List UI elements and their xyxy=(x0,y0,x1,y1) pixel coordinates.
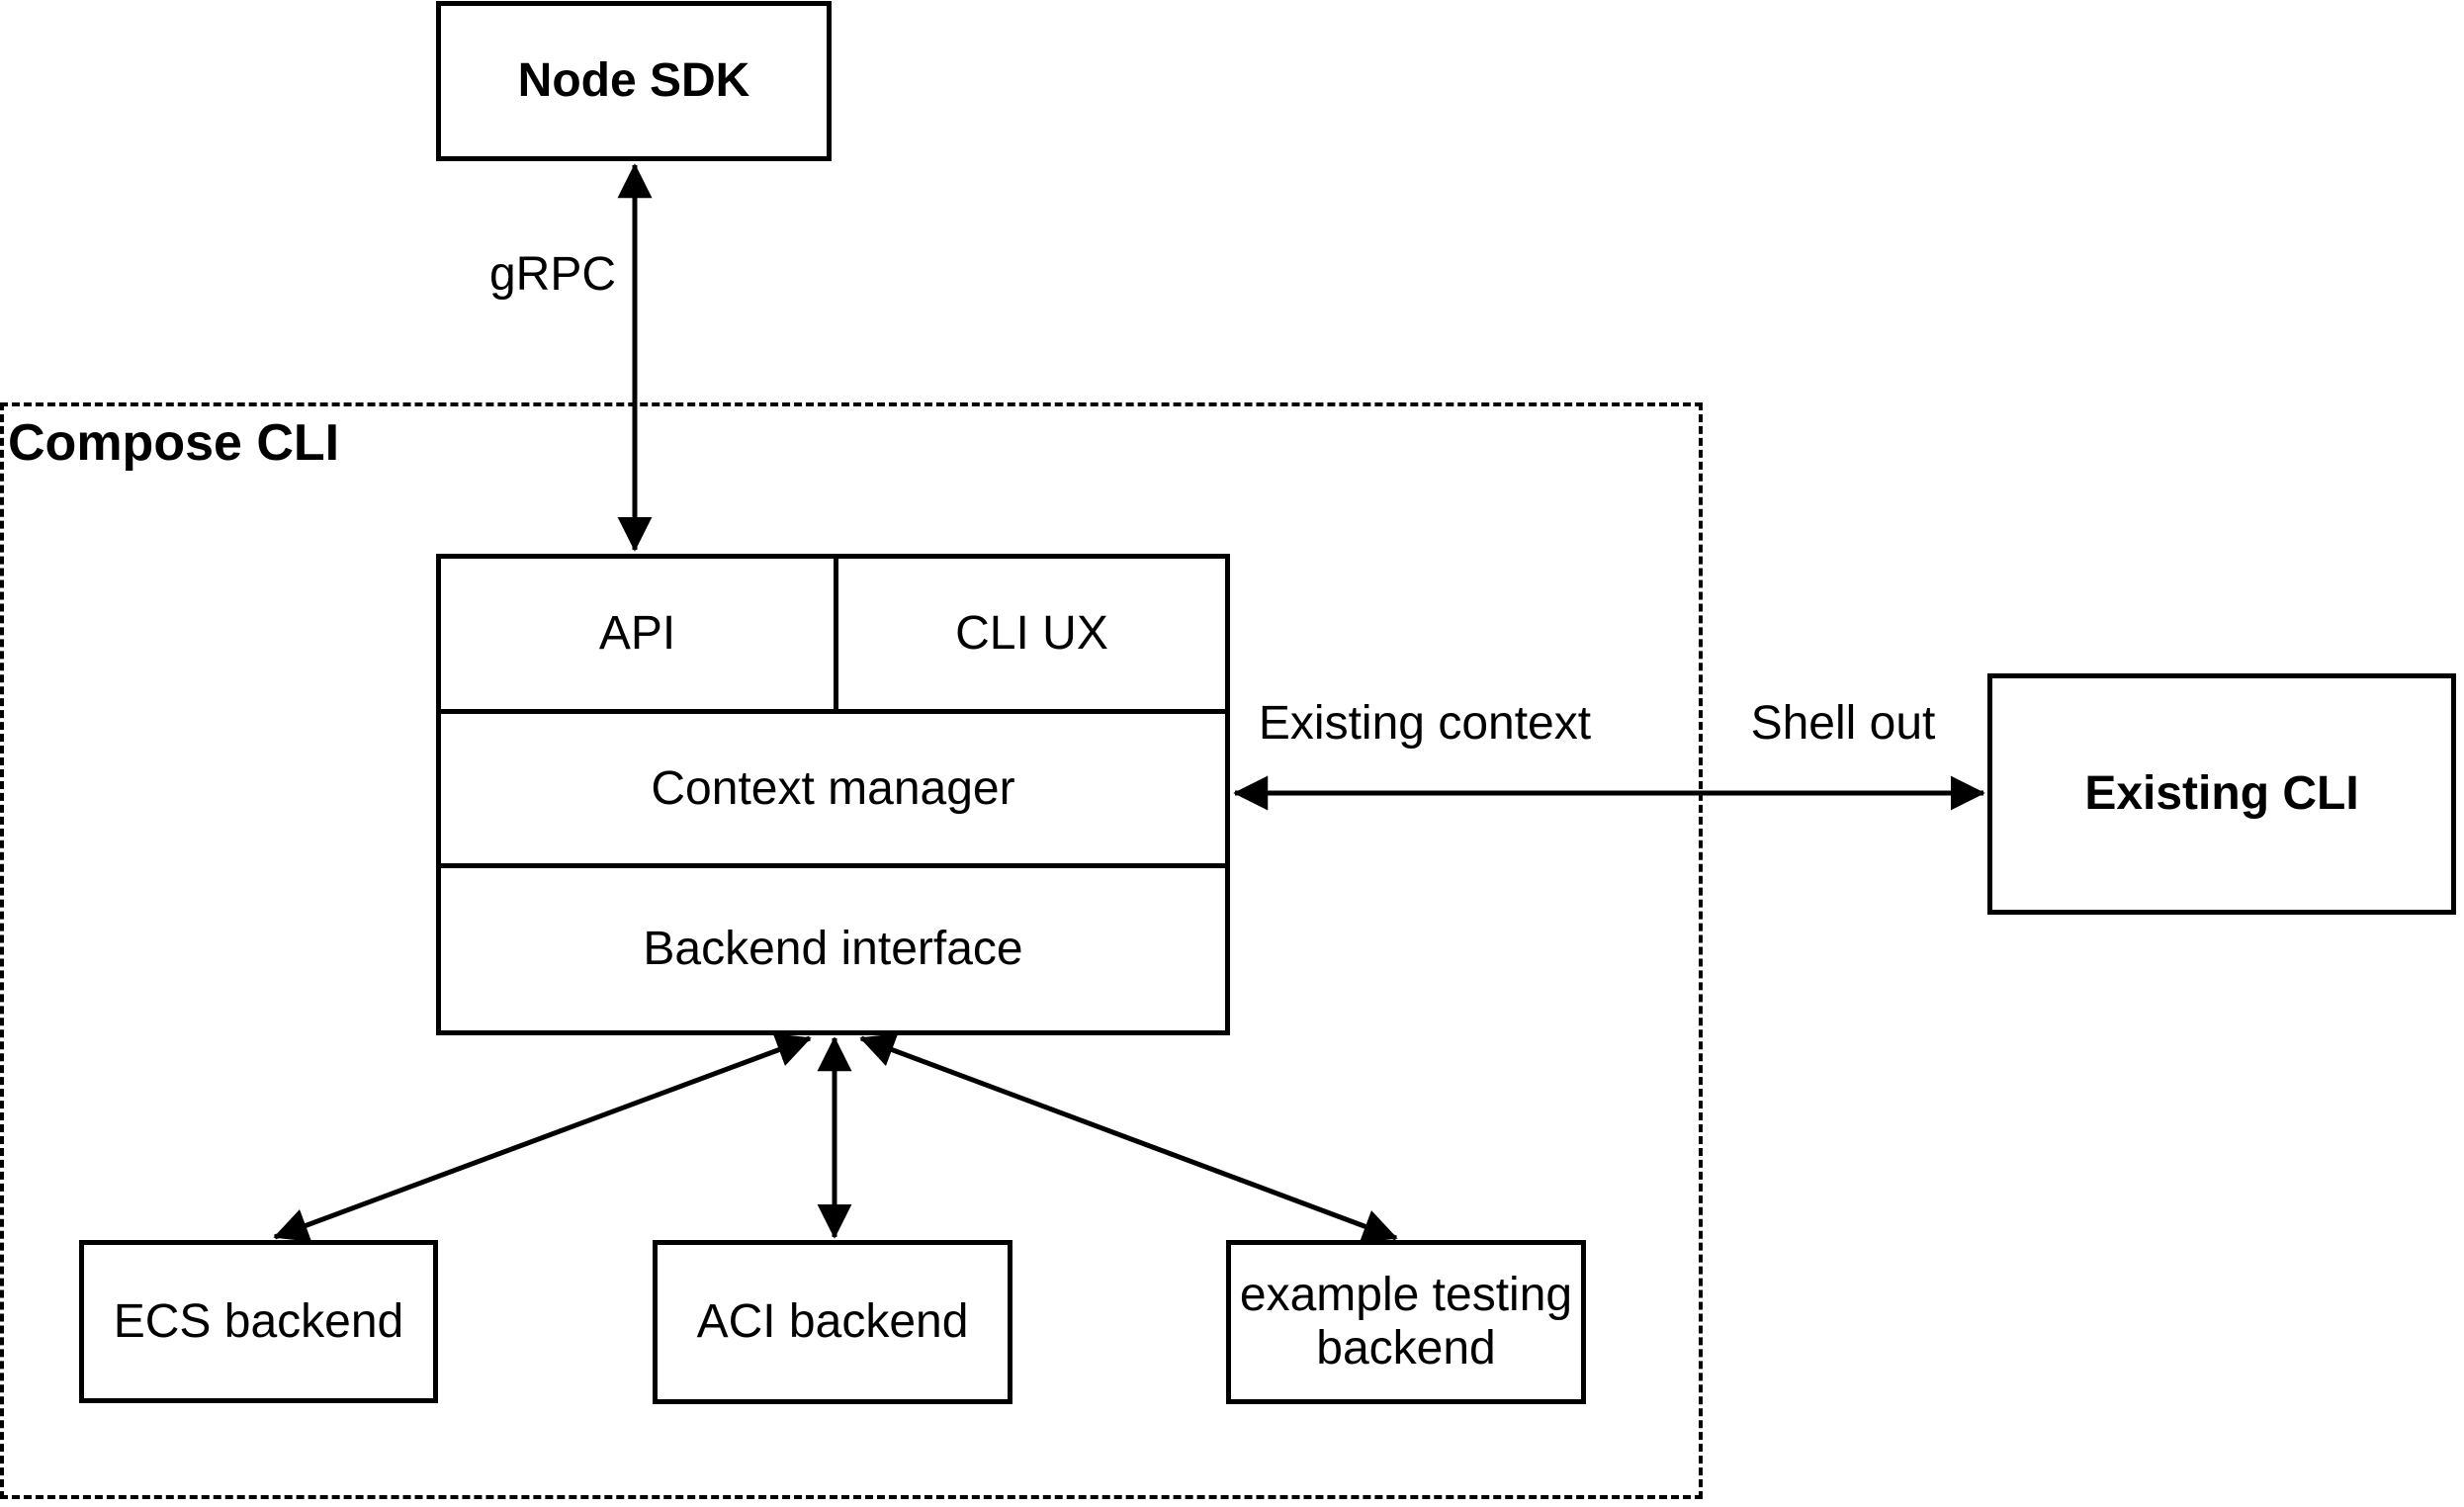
cli-ux-cell: CLI UX xyxy=(838,559,1225,709)
existing-context-edge-label: Existing context xyxy=(1258,697,1592,750)
example-testing-backend-node: example testing backend xyxy=(1226,1240,1586,1404)
aci-backend-node: ACI backend xyxy=(653,1240,1012,1404)
context-manager-label: Context manager xyxy=(651,761,1015,815)
shell-out-edge-label: Shell out xyxy=(1750,697,1936,750)
api-cliux-row: API CLI UX xyxy=(441,559,1225,714)
existing-cli-label: Existing CLI xyxy=(2084,767,2359,821)
backend-interface-label: Backend interface xyxy=(643,923,1023,976)
backend-interface-cell: Backend interface xyxy=(441,868,1225,1030)
api-cell: API xyxy=(441,559,838,709)
ecs-backend-node: ECS backend xyxy=(79,1240,438,1403)
ecs-backend-label: ECS backend xyxy=(113,1294,404,1348)
compose-cli-group-label: Compose CLI xyxy=(8,414,340,472)
grpc-edge-label: gRPC xyxy=(488,248,616,301)
cli-ux-label: CLI UX xyxy=(955,607,1108,661)
node-sdk-label: Node SDK xyxy=(517,54,750,108)
context-manager-cell: Context manager xyxy=(441,714,1225,868)
example-testing-backend-label: example testing backend xyxy=(1239,1269,1573,1374)
node-sdk-node: Node SDK xyxy=(436,1,832,161)
existing-cli-node: Existing CLI xyxy=(1987,673,2456,915)
compose-cli-group xyxy=(0,402,1703,1499)
api-label: API xyxy=(598,607,676,661)
compose-cli-core-node: API CLI UX Context manager Backend inter… xyxy=(436,554,1230,1035)
aci-backend-label: ACI backend xyxy=(696,1295,969,1349)
